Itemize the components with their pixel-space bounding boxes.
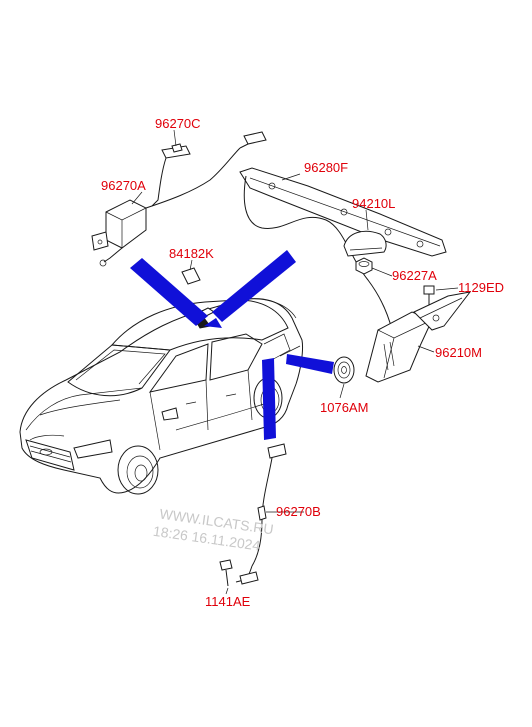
connector-96270c xyxy=(151,143,191,207)
label-96280f[interactable]: 96280F xyxy=(304,160,348,175)
arrow-cable-down xyxy=(262,358,276,440)
label-1129ed[interactable]: 1129ED xyxy=(458,280,504,295)
arrow-module-to-roof xyxy=(130,258,208,326)
label-84182k[interactable]: 84182K xyxy=(169,246,214,261)
label-96210m[interactable]: 96210M xyxy=(435,345,482,360)
label-96270a[interactable]: 96270A xyxy=(101,178,146,193)
label-96227a[interactable]: 96227A xyxy=(392,268,437,283)
label-94210l[interactable]: 94210L xyxy=(352,196,395,211)
arrow-amplifier-to-car xyxy=(286,354,334,374)
part-labels: 96270C 96270A 84182K 96280F 94210L 96227… xyxy=(101,116,504,609)
pad-84182k xyxy=(181,267,201,285)
label-1141ae[interactable]: 1141AE xyxy=(205,594,251,609)
antenna-94210l xyxy=(343,230,387,257)
trim-96280f xyxy=(239,167,447,331)
label-1076am[interactable]: 1076AM xyxy=(320,400,368,415)
grommet-1076am xyxy=(333,356,355,384)
bolt-1141ae xyxy=(219,559,233,587)
amplifier-96210m xyxy=(365,291,472,383)
cable-96270b xyxy=(235,443,287,585)
label-96270c[interactable]: 96270C xyxy=(155,116,201,131)
car-illustration xyxy=(19,298,303,495)
nut-96227a xyxy=(355,257,373,275)
callout-arrows xyxy=(130,250,334,440)
arrow-antenna-to-roof xyxy=(212,250,296,322)
watermark: WWW.ILCATS.RU 18:26 16.11.2024 xyxy=(152,506,274,554)
module-96270a xyxy=(91,131,267,267)
leader-lines xyxy=(131,129,459,595)
label-96270b[interactable]: 96270B xyxy=(276,504,321,519)
